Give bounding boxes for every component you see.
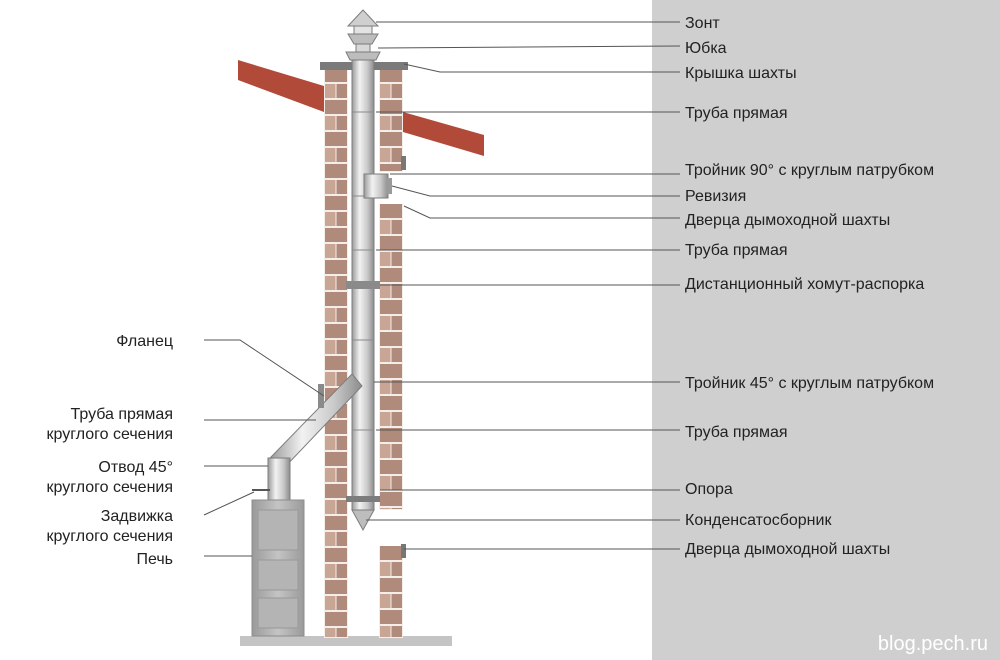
roof-left-slope — [238, 60, 324, 112]
right-label: Дверца дымоходной шахты — [685, 212, 890, 229]
right-label: Дверца дымоходной шахты — [685, 541, 890, 558]
umbrella-cap — [346, 9, 380, 53]
right-label: Зонт — [685, 15, 720, 32]
right-label: Труба прямая — [685, 424, 788, 441]
revision-tee-90 — [363, 173, 392, 199]
shaft-door-upper — [401, 156, 406, 170]
leader-lines — [203, 21, 681, 557]
right-label: Конденсатосборник — [685, 512, 832, 529]
support — [346, 496, 380, 502]
distance-clamp — [346, 281, 380, 289]
left-label: Печь — [136, 551, 173, 568]
roof — [238, 60, 484, 156]
roof-right-slope — [403, 112, 484, 156]
right-label: Дистанционный хомут-распорка — [685, 276, 924, 293]
shaft-door-lower — [401, 544, 406, 558]
brick-wall-right — [379, 68, 403, 638]
floor — [240, 636, 452, 646]
elbow-45 — [267, 457, 291, 501]
left-label: круглого сечения — [47, 528, 173, 545]
skirt — [345, 51, 381, 61]
flange — [318, 384, 324, 408]
left-label: Фланец — [116, 333, 173, 350]
right-label: Ревизия — [685, 188, 746, 205]
left-label: круглого сечения — [47, 479, 173, 496]
left-label: Задвижка — [101, 508, 173, 525]
watermark: blog.pech.ru — [878, 633, 988, 655]
left-label: Отвод 45° — [98, 459, 173, 476]
right-label: Тройник 90° с круглым патрубком — [685, 162, 934, 179]
stove — [251, 499, 305, 637]
right-label: Труба прямая — [685, 105, 788, 122]
right-label: Юбка — [685, 40, 727, 57]
right-label: Опора — [685, 481, 733, 498]
left-label: Труба прямая — [70, 406, 173, 423]
right-label: Тройник 45° с круглым патрубком — [685, 375, 934, 392]
pipe-joints — [352, 111, 374, 431]
right-label: Труба прямая — [685, 242, 788, 259]
left-label: круглого сечения — [47, 426, 173, 443]
right-label: Крышка шахты — [685, 65, 797, 82]
label-panel — [652, 0, 1000, 660]
brick-wall-left — [324, 68, 348, 638]
